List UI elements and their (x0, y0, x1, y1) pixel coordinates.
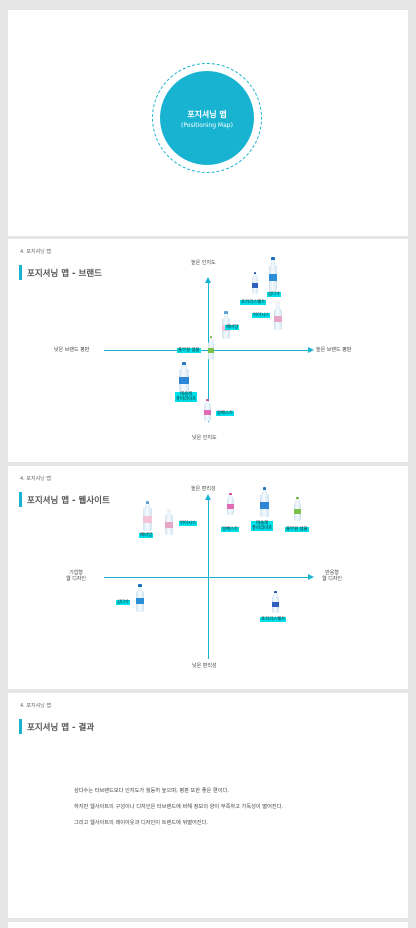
x-axis (104, 577, 309, 578)
tag-pulmone: 풀무원 샘물 (285, 527, 309, 533)
axis-bottom-label: 낮은 편리성 (192, 663, 217, 669)
bottle-samdasoo (136, 584, 144, 612)
tag-samdasoo: 삼다수 (116, 600, 131, 606)
tag-pulmone: 풀무원 샘물 (177, 348, 201, 354)
title-accent-bar (19, 492, 22, 507)
tag-samdasoo: 삼다수 (267, 292, 282, 298)
title-disc: 포지셔닝 맵 (Positioning Map) (160, 71, 254, 165)
bottle-pocarisweat (252, 272, 258, 294)
breadcrumb: 4. 포지셔닝 맵 (20, 476, 51, 482)
result-line-1: 삼다수는 타브랜드보다 인지도가 월등히 높으며, 평판 또한 좋은 편이다. (74, 788, 229, 794)
title-accent-bar (19, 265, 22, 280)
tag-evian: 에비앙 (225, 325, 240, 331)
slide-title: 포지셔닝 맵 - 웹사이트 (27, 496, 110, 506)
axis-top-label: 높은 인지도 (191, 260, 216, 266)
brand-map-slide: 4. 포지셔닝 맵 포지셔닝 맵 - 브랜드 높은 인지도 낮은 인지도 낮은 … (8, 239, 408, 462)
axis-right-label: 높은 브랜드 평판 (316, 347, 352, 353)
bottle-icis (165, 509, 173, 535)
tag-evian: 에비앙 (139, 533, 154, 539)
tag-taeyang: 태슬레 퓨어라이프 (251, 521, 274, 532)
axis-right-label: 반응형 웹 디자인 (322, 570, 342, 583)
tag-icis: 아이시스 (179, 521, 198, 527)
y-axis-arrow (205, 277, 211, 283)
tag-taeyang: 태슬레 퓨어라이프 (175, 392, 198, 403)
cover-slide: 포지셔닝 맵 (Positioning Map) (8, 10, 408, 236)
website-map-slide: 4. 포지셔닝 맵 포지셔닝 맵 - 웹사이트 높은 편리성 낮은 편리성 기업… (8, 466, 408, 689)
x-axis (104, 350, 309, 351)
bottle-taeyang (260, 487, 269, 517)
tag-icis: 아이시스 (252, 313, 271, 319)
bottle-fontaine (227, 493, 234, 515)
axis-bottom-label: 낮은 인지도 (192, 435, 217, 441)
dashed-ring (152, 63, 262, 173)
tag-pocarisweat: 포카리스웨트 (240, 300, 267, 306)
result-slide: 4. 포지셔닝 맵 포지셔닝 맵 - 결과 삼다수는 타브랜드보다 인지도가 월… (8, 693, 408, 918)
tag-fontaine: 몽베스트 (216, 411, 235, 417)
slide-title: 포지셔닝 맵 - 결과 (27, 723, 95, 733)
bottle-pocarisweat (272, 591, 279, 613)
title-accent-bar (19, 719, 22, 734)
tag-pocarisweat: 포카리스웨트 (260, 617, 287, 623)
bottle-pulmone (208, 336, 214, 360)
next-slide-edge (8, 922, 408, 928)
bottle-samdasoo (269, 257, 277, 291)
bottle-fontaine (204, 399, 211, 421)
y-axis-arrow (205, 494, 211, 500)
bottle-pulmone (294, 497, 301, 521)
bottle-icis (274, 302, 282, 330)
breadcrumb: 4. 포지셔닝 맵 (20, 249, 51, 255)
tag-fontaine: 몽베스트 (221, 527, 240, 533)
result-line-2: 하지만 웹사이트의 구성이나 디자인은 타브랜드에 비해 정보의 양이 부족하고… (74, 804, 284, 810)
result-line-3: 그리고 웹사이트의 레이아웃과 디자인이 트렌드에 뒤떨어진다. (74, 820, 208, 826)
bottle-taeyang (179, 362, 189, 392)
axis-left-label: 낮은 브랜드 평판 (54, 347, 90, 353)
y-axis (208, 499, 209, 659)
slide-title: 포지셔닝 맵 - 브랜드 (27, 269, 102, 279)
axis-top-label: 높은 편리성 (191, 486, 216, 492)
bottle-evian (143, 501, 152, 531)
cover-title: 포지셔닝 맵 (187, 110, 227, 119)
breadcrumb: 4. 포지셔닝 맵 (20, 703, 51, 709)
axis-left-label: 기업형 웹 디자인 (66, 570, 86, 583)
cover-subtitle: (Positioning Map) (181, 122, 233, 129)
x-axis-arrow (308, 574, 314, 580)
x-axis-arrow (308, 347, 314, 353)
